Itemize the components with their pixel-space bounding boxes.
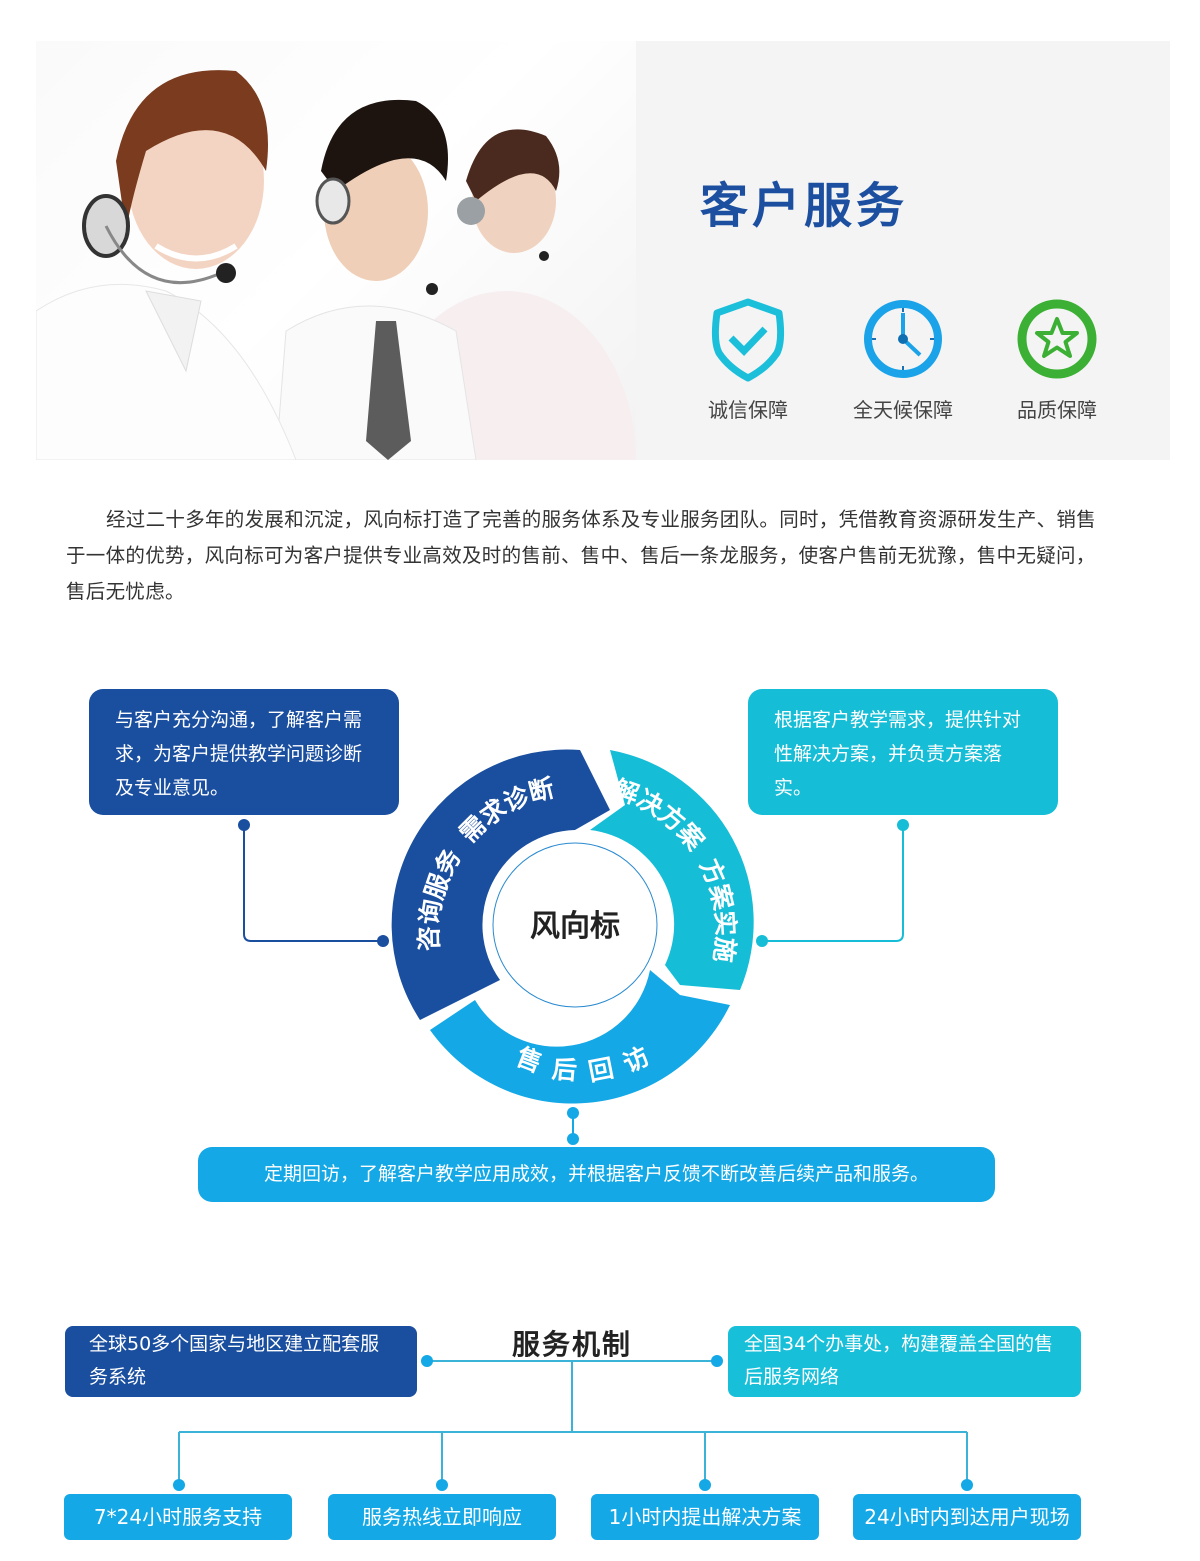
global-service-box: 全球50多个国家与地区建立配套服务系统 [65, 1326, 417, 1397]
cycle-center-label: 风向标 [530, 909, 620, 944]
guarantee-allday: 全天候保障 [833, 296, 973, 423]
segment-after-sales [430, 970, 730, 1104]
hero-banner: 客户服务 诚信保障 全天候保障 品质保障 [36, 41, 1170, 460]
diagnosis-description: 与客户充分沟通，了解客户需求，为客户提供教学问题诊断及专业意见。 [89, 689, 399, 815]
customer-service-photo [36, 41, 636, 460]
mechanism-item: 24小时内到达用户现场 [853, 1494, 1081, 1540]
guarantee-label: 诚信保障 [708, 398, 788, 422]
shield-check-icon [711, 298, 785, 382]
service-cycle-diagram: 风向标 咨询服务需求诊断 解决方案方案实施 售后回访 [391, 749, 754, 1104]
mechanism-item: 服务热线立即响应 [328, 1494, 556, 1540]
intro-paragraph: 经过二十多年的发展和沉淀，风向标打造了完善的服务体系及专业服务团队。同时，凭借教… [66, 508, 1097, 603]
segment-solution-implement [590, 750, 754, 990]
guarantee-label: 全天候保障 [853, 398, 953, 422]
page-title: 客户服务 [700, 178, 909, 234]
star-circle-icon [1017, 299, 1097, 379]
national-service-box: 全国34个办事处，构建覆盖全国的售后服务网络 [728, 1326, 1081, 1397]
agents-illustration [36, 70, 636, 460]
mechanism-item: 7*24小时服务支持 [64, 1494, 292, 1540]
mechanism-title: 服务机制 [512, 1328, 633, 1361]
segment-consult-diagnose [391, 749, 610, 1020]
guarantee-label: 品质保障 [1017, 398, 1097, 422]
solution-description: 根据客户教学需求，提供针对性解决方案，并负责方案落实。 [748, 689, 1058, 815]
mechanism-item: 1小时内提出解决方案 [591, 1494, 819, 1540]
guarantee-integrity: 诚信保障 [678, 296, 818, 423]
visit-description: 定期回访，了解客户教学应用成效，并根据客户反馈不断改善后续产品和服务。 [198, 1147, 995, 1202]
guarantee-quality: 品质保障 [987, 296, 1127, 423]
clock-icon [864, 300, 942, 378]
